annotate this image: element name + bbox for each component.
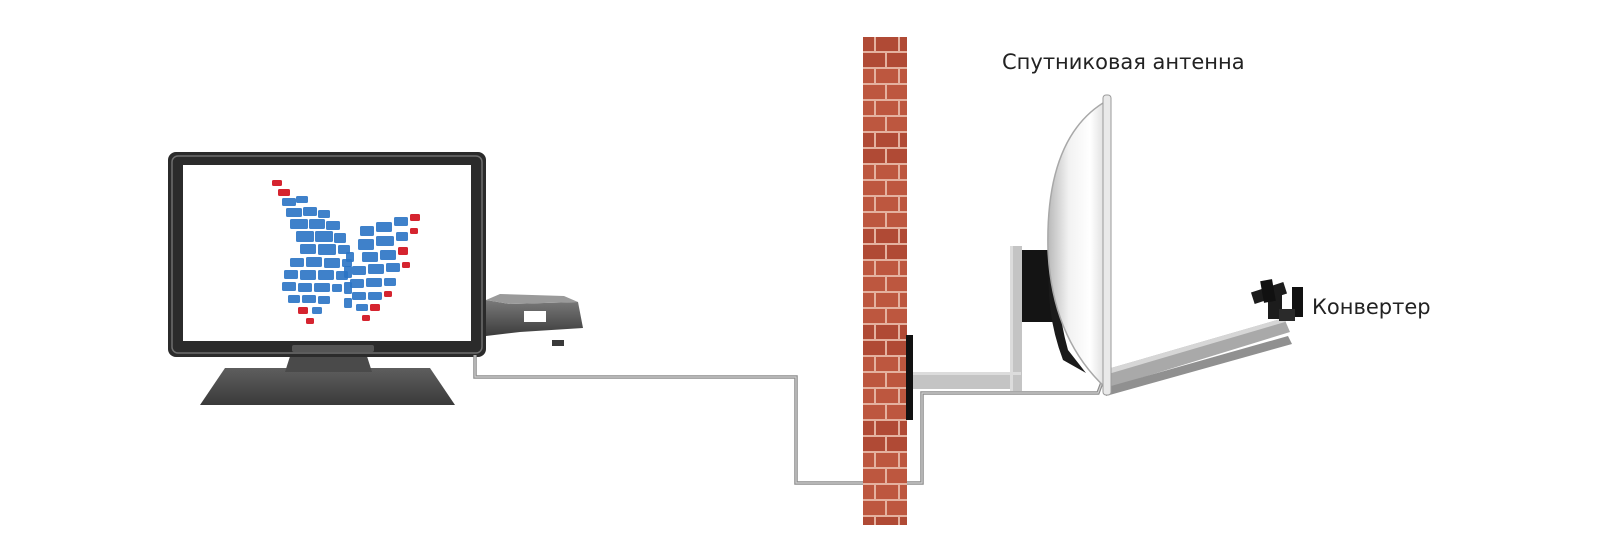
- converter-label: Конвертер: [1312, 295, 1431, 319]
- brick-wall-icon: [863, 37, 907, 525]
- wall-bracket: [906, 246, 1022, 420]
- receiver-icon: [486, 294, 583, 346]
- butterfly-logo-icon: [272, 180, 420, 324]
- tv-icon: [168, 152, 486, 405]
- antenna-label: Спутниковая антенна: [1002, 50, 1245, 74]
- satellite-dish-icon: [1022, 94, 1112, 396]
- feed-arm: [1104, 318, 1292, 396]
- lnb-converter-icon: [1250, 279, 1303, 321]
